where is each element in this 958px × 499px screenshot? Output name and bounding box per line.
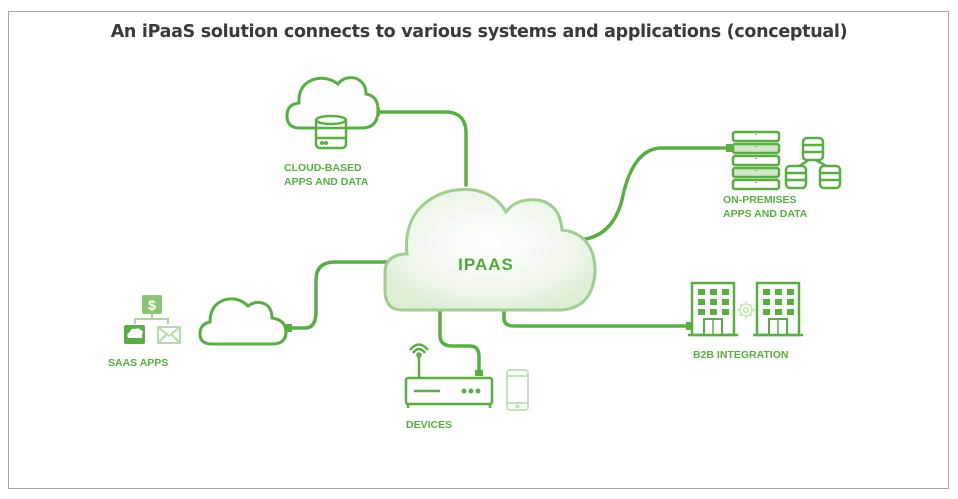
plug-devices (475, 370, 483, 376)
building-icon (753, 281, 803, 337)
cloud-based-label-line2: APPS AND DATA (284, 176, 369, 188)
plug-saas (286, 324, 292, 332)
server-rack-icon (731, 130, 781, 191)
database-icon (314, 114, 348, 150)
plug-on-premises (726, 144, 732, 152)
svg-text:$: $ (148, 297, 156, 313)
on-premises-label-line1: ON-PREMISES (723, 194, 797, 206)
node-b2b: B2B INTEGRATION (688, 281, 803, 361)
ipaas-hub: IPAAS (383, 187, 597, 312)
connector-saas (288, 260, 394, 330)
on-premises-label-line2: APPS AND DATA (723, 208, 808, 220)
node-devices: DEVICES (404, 343, 529, 431)
connector-on-premises (576, 146, 732, 242)
cloud-icon (285, 76, 380, 130)
smartphone-icon (506, 369, 529, 411)
salesforce-cloud-icon (124, 325, 145, 344)
plug-b2b (686, 322, 692, 330)
dollar-icon: $ (142, 295, 162, 314)
cloud-icon (198, 297, 288, 346)
mail-icon (157, 326, 181, 344)
connector-cloud-based (376, 110, 468, 187)
building-icon (688, 281, 738, 337)
database-network-icon (784, 136, 842, 190)
cloud-icon (383, 187, 597, 312)
connector-devices (438, 308, 481, 376)
cloud-based-label-line1: CLOUD-BASED (284, 162, 362, 174)
node-cloud-based: CLOUD-BASED APPS AND DATA (284, 76, 380, 188)
b2b-label: B2B INTEGRATION (693, 349, 788, 361)
connector-b2b (502, 303, 692, 328)
devices-label: DEVICES (406, 419, 452, 431)
saas-label: SAAS APPS (108, 357, 168, 369)
diagram-title: An iPaaS solution connects to various sy… (110, 22, 848, 42)
node-saas: $ SAAS APPS (108, 295, 288, 369)
router-icon (404, 343, 494, 408)
gear-icon (737, 301, 755, 319)
hub-label: IPAAS (458, 255, 514, 274)
node-on-premises: ON-PREMISES APPS AND DATA (723, 130, 842, 220)
